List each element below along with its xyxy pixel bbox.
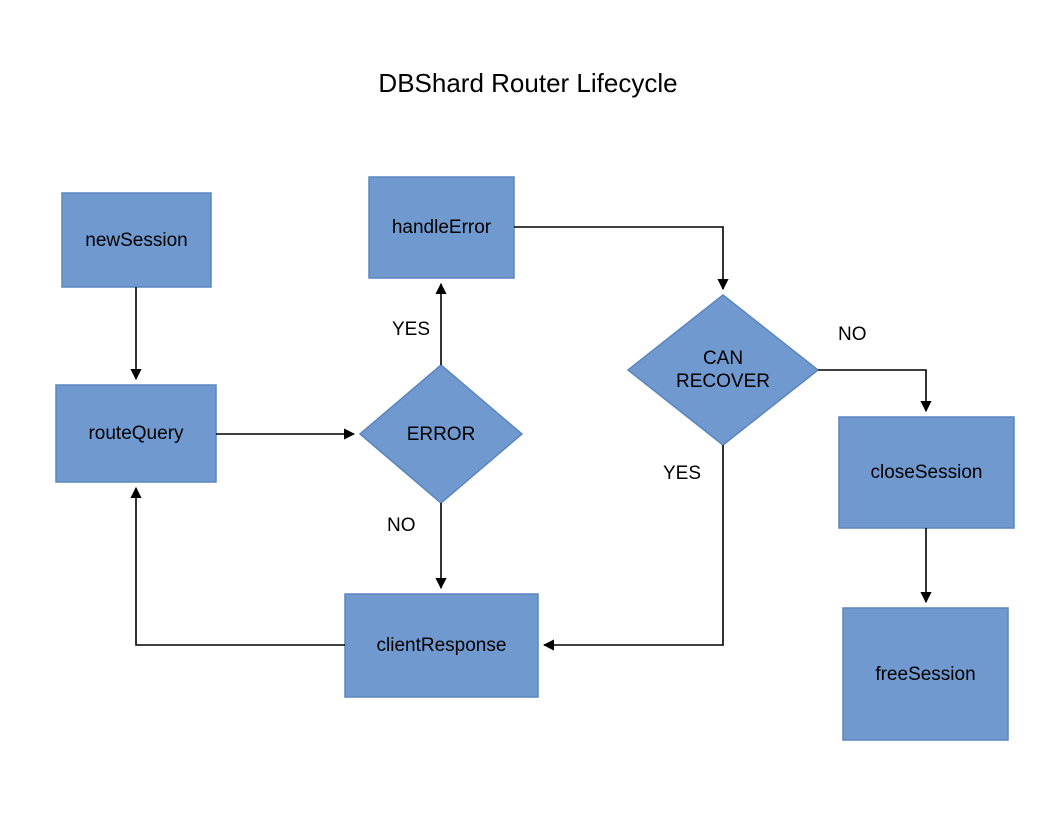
node-freeSession[interactable] [842, 607, 1009, 741]
page-title: DBShard Router Lifecycle [378, 68, 678, 98]
node-newSession[interactable] [61, 192, 212, 288]
edge-label-can-recover-yes: YES [663, 463, 702, 484]
edge-canRecover-to-clientResponse [542, 445, 724, 651]
node-closeSession[interactable] [838, 416, 1015, 529]
node-clientResponse[interactable] [344, 593, 539, 698]
node-handleError[interactable] [368, 176, 515, 279]
edge-canRecover-to-closeSession [818, 369, 932, 413]
node-can-recover-decision[interactable] [626, 294, 820, 446]
node-error-decision[interactable] [358, 364, 524, 504]
edge-label-can-recover-no: NO [838, 324, 867, 345]
edge-label-error-yes: YES [392, 319, 431, 340]
edge-label-error-no: NO [387, 515, 416, 536]
node-routeQuery[interactable] [55, 384, 217, 483]
edge-handleError-to-canRecover [514, 226, 729, 291]
edge-clientResponse-to-routeQuery [130, 486, 345, 646]
